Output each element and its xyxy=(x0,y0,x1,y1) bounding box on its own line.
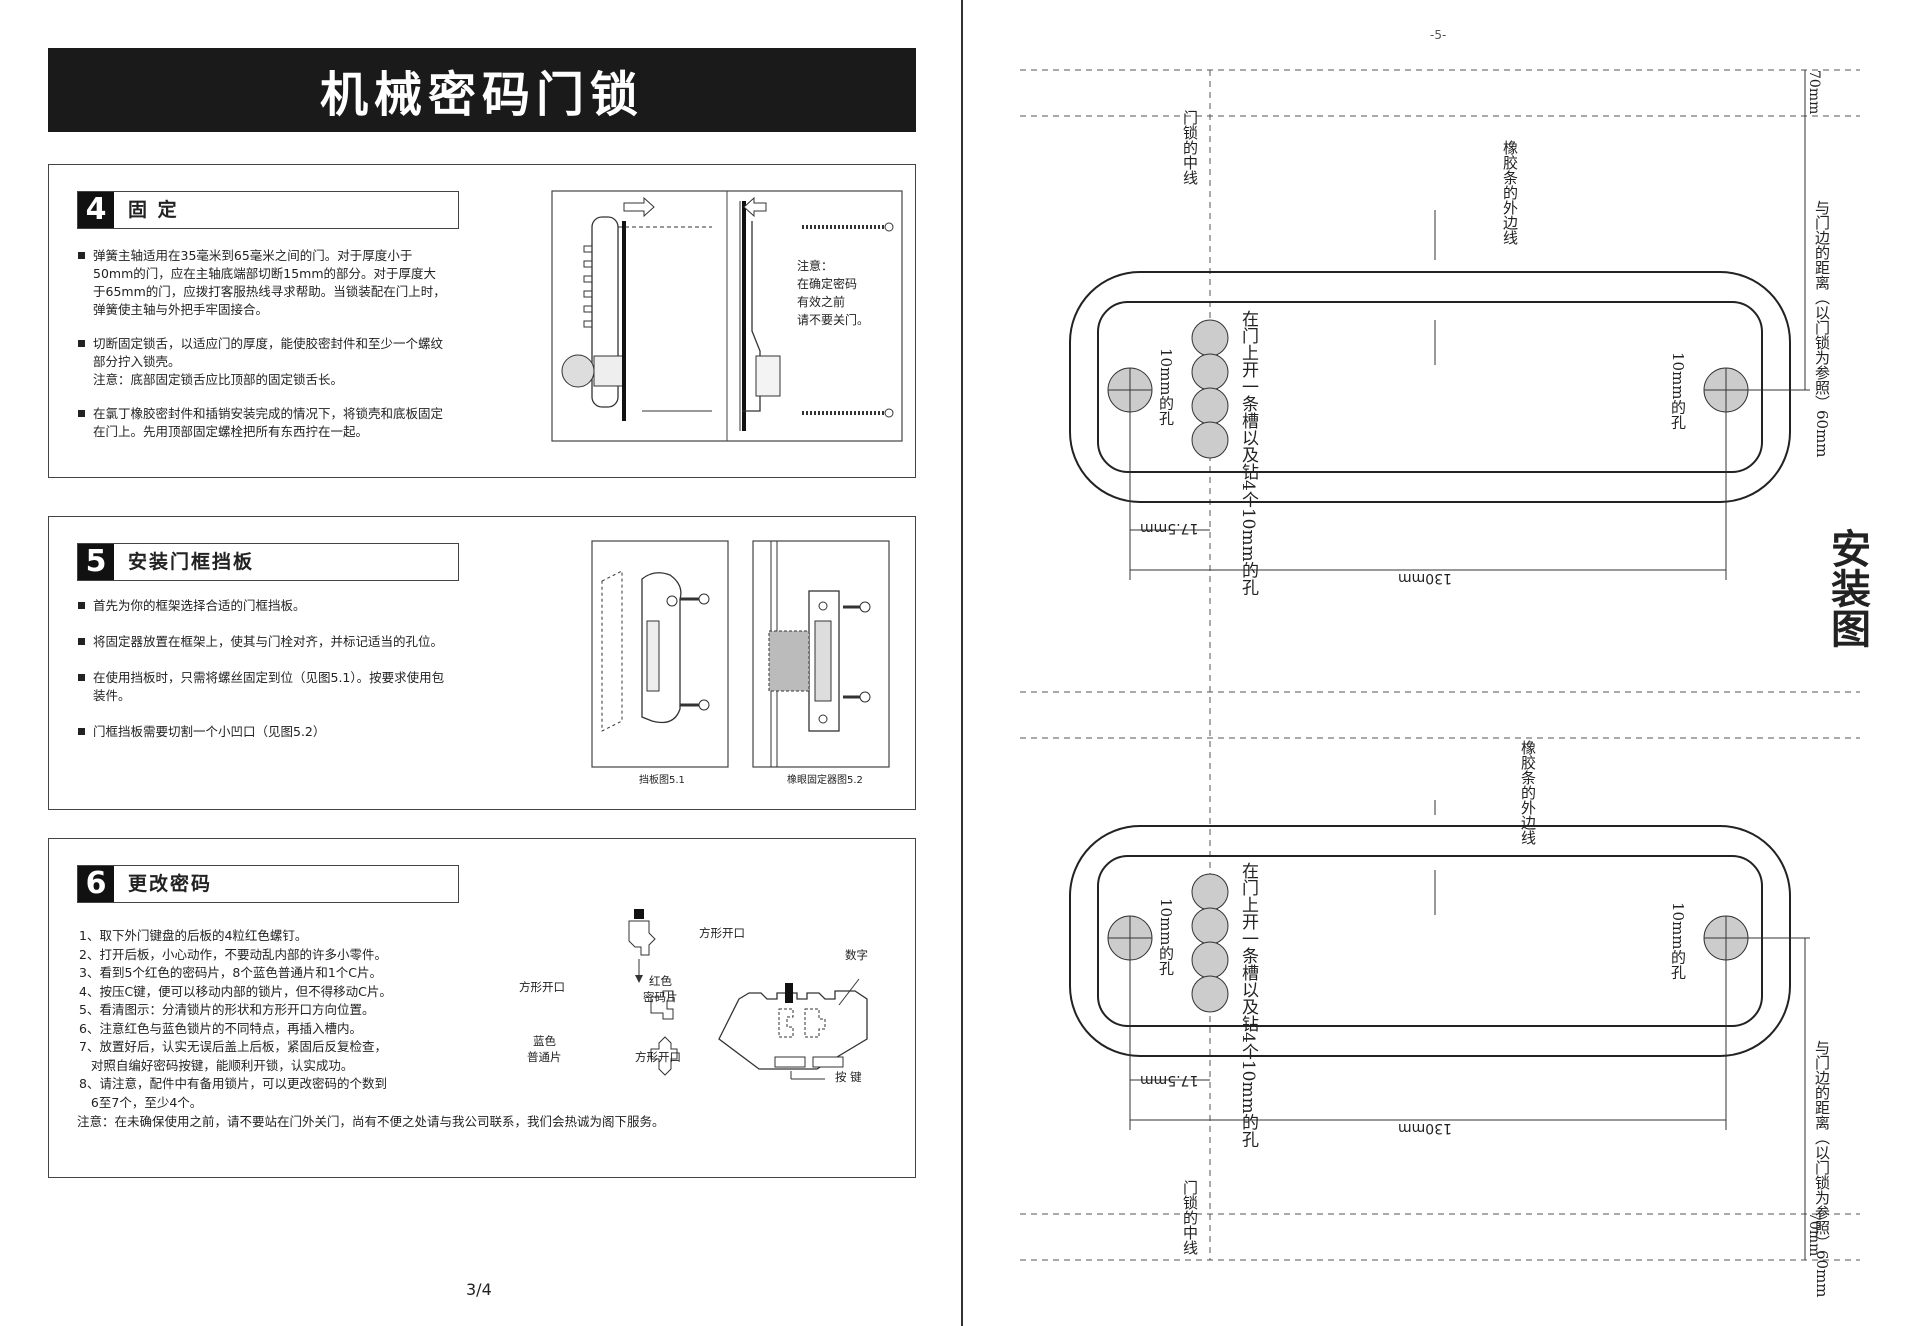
label-hole-left: 10mm的孔 xyxy=(1157,348,1175,426)
bullet-item: 在使用挡板时，只需将螺丝固定到位（见图5.1）。按要求使用包装件。 xyxy=(77,669,447,705)
step-item: 5、看清图示：分清锁片的形状和方形开口方向位置。 xyxy=(79,1002,375,1017)
label-dim-70: 70mm xyxy=(1806,70,1822,115)
label-red: 红色 xyxy=(649,974,672,988)
page-title: 机械密码门锁 xyxy=(48,48,916,132)
page-spine xyxy=(961,0,963,1326)
section-title: 固 定 xyxy=(128,199,179,221)
section-header: 5 安装门框挡板 xyxy=(77,543,459,581)
lock-side-figure xyxy=(551,190,903,442)
label-digit: 数字 xyxy=(845,948,868,962)
step-list: 1、取下外门键盘的后板的4粒红色螺钉。 2、打开后板，小心动作，不要动乱内部的许… xyxy=(79,927,759,1112)
label-dim-130: 130mm xyxy=(1398,570,1452,586)
figure-caption: 橡眼固定器图5.2 xyxy=(787,775,863,786)
step-item: 6至7个，至少4个。 xyxy=(79,1094,203,1110)
label-hole-right: 10mm的孔 xyxy=(1669,902,1687,980)
note-line: 在确定密码 xyxy=(797,277,858,291)
bullet-list: 首先为你的框架选择合适的门框挡板。 将固定器放置在框架上，使其与门栓对齐，并标记… xyxy=(77,597,447,757)
step-item: 8、请注意，配件中有备用锁片，可以更改密码的个数到 xyxy=(79,1076,387,1091)
installation-template xyxy=(1020,69,1860,1261)
strike-plate-figure xyxy=(591,540,729,768)
bullet-item: 切断固定锁舌，以适应门的厚度，能使胶密封件和至少一个螺纹部分拧入锁壳。 xyxy=(77,335,447,371)
label-slot-text: 在门上开一条槽以及钻4个10mm的孔 xyxy=(1238,310,1258,596)
label-dim-130: 130mm xyxy=(1398,1120,1452,1136)
note-line: 请不要关门。 xyxy=(797,313,870,327)
bullet-item: 将固定器放置在框架上，使其与门栓对齐，并标记适当的孔位。 xyxy=(77,633,447,651)
page-number: -5- xyxy=(1430,28,1447,42)
label-hole-left: 10mm的孔 xyxy=(1157,898,1175,976)
step-item: 对照自编好密码按键，能顺利开锁，认实成功。 xyxy=(79,1057,354,1073)
bullet-item: 门框挡板需要切割一个小凹口（见图5.2） xyxy=(77,723,447,741)
label-slot-text: 在门上开一条槽以及钻4个10mm的孔 xyxy=(1238,862,1258,1148)
step-item: 1、取下外门键盘的后板的4粒红色螺钉。 xyxy=(79,928,308,943)
section-number: 5 xyxy=(78,544,114,580)
label-dim-17: 17.5mm xyxy=(1140,1072,1199,1088)
label-dist-edge: 与门边的距离（以门锁为参照）60mm xyxy=(1813,1040,1831,1298)
label-door-center: 门锁的中线 xyxy=(1181,110,1199,185)
bullet-item: 在氯丁橡胶密封件和插销安装完成的情况下，将锁壳和底板固定在门上。先用顶部固定螺栓… xyxy=(77,405,447,441)
step-item: 6、注意红色与蓝色锁片的不同特点，再插入槽内。 xyxy=(79,1020,362,1036)
bullet-item: 首先为你的框架选择合适的门框挡板。 xyxy=(77,597,447,615)
label-blue: 蓝色 xyxy=(533,1034,556,1048)
label-square-open: 方形开口 xyxy=(519,980,565,994)
step-item: 3、看到5个红色的密码片，8个蓝色普通片和1个C片。 xyxy=(79,965,383,980)
label-rubber-edge: 橡胶条的外边线 xyxy=(1501,140,1519,245)
label-hole-right: 10mm的孔 xyxy=(1669,352,1687,430)
bullet-item: 弹簧主轴适用在35毫米到65毫米之间的门。对于厚度小于50mm的门，应在主轴底端… xyxy=(77,247,447,319)
section-strike-plate: 5 安装门框挡板 首先为你的框架选择合适的门框挡板。 将固定器放置在框架上，使其… xyxy=(48,516,916,810)
note-line: 有效之前 xyxy=(797,295,846,309)
installation-title: 安装图 xyxy=(1824,528,1871,648)
note-line: 注意： xyxy=(797,259,834,273)
label-square-open: 方形开口 xyxy=(635,1050,681,1064)
note-box: 注意： 在确定密码 有效之前 请不要关门。 xyxy=(797,257,869,329)
section-number: 4 xyxy=(78,192,114,228)
section-note: 注意：在未确保使用之前，请不要站在门外关门，尚有不便之处请与我公司联系，我们会热… xyxy=(77,1114,665,1129)
label-rubber-edge: 橡胶条的外边线 xyxy=(1519,740,1537,845)
bullet-list: 弹簧主轴适用在35毫米到65毫米之间的门。对于厚度小于50mm的门，应在主轴底端… xyxy=(77,247,447,457)
label-square-open: 方形开口 xyxy=(699,926,745,940)
label-dim-17: 17.5mm xyxy=(1140,520,1199,536)
label-normal-piece: 普通片 xyxy=(527,1050,562,1064)
label-button: 按 键 xyxy=(835,1070,862,1084)
step-item: 7、放置好后，认实无误后盖上后板，紧固后反复检查， xyxy=(79,1039,387,1054)
section-header: 4 固 定 xyxy=(77,191,459,229)
label-dist-edge: 与门边的距离（以门锁为参照）60mm xyxy=(1813,200,1831,458)
section-change-code: 6 更改密码 1、取下外门键盘的后板的4粒红色螺钉。 2、打开后板，小心动作，不… xyxy=(48,838,916,1178)
label-dim-70: 70mm xyxy=(1806,1212,1822,1257)
strike-keeper-figure xyxy=(752,540,890,768)
section-title: 安装门框挡板 xyxy=(128,551,255,573)
figure-caption: 挡板图5.1 xyxy=(639,775,685,786)
section-fixing: 4 固 定 弹簧主轴适用在35毫米到65毫米之间的门。对于厚度小于50mm的门，… xyxy=(48,164,916,478)
step-item: 2、打开后板，小心动作，不要动乱内部的许多小零件。 xyxy=(79,946,387,962)
label-door-center: 门锁的中线 xyxy=(1181,1180,1199,1255)
section-number: 6 xyxy=(78,866,114,902)
code-piece-diagram xyxy=(628,909,868,1080)
section-header: 6 更改密码 xyxy=(77,865,459,903)
note-text: 注意：底部固定锁舌应比顶部的固定锁舌长。 xyxy=(93,372,344,387)
page-number: 3/4 xyxy=(466,1280,492,1299)
section-title: 更改密码 xyxy=(128,873,213,895)
step-item: 4、按压C键，便可以移动内部的锁片，但不得移动C片。 xyxy=(79,983,392,999)
label-code-piece: 密码片 xyxy=(643,990,678,1004)
